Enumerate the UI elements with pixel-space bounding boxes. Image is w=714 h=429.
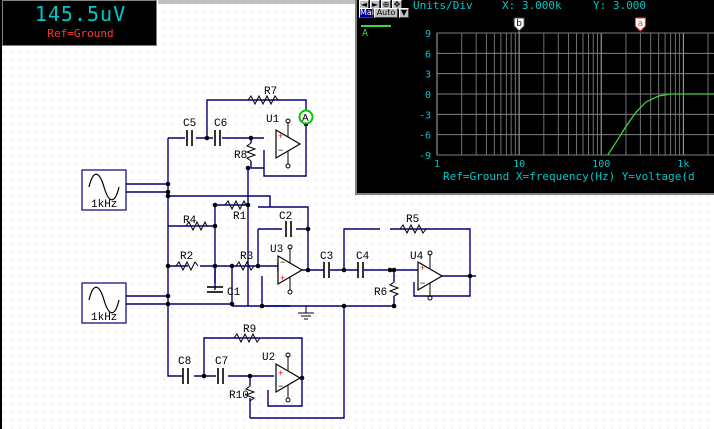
series-a-line	[607, 93, 714, 156]
r7-resistor	[247, 94, 279, 106]
r6-resistor	[388, 281, 400, 297]
source-1kHz-top[interactable]: 1kHz	[81, 169, 127, 211]
r5-label[interactable]: R5	[406, 214, 419, 226]
cursor-b-label: b	[516, 19, 522, 29]
cursor-a-marker	[634, 17, 646, 32]
svg-text:−: −	[278, 145, 283, 155]
r1-resistor	[224, 199, 247, 211]
c8-label[interactable]: C8	[178, 356, 191, 368]
r4-resistor	[185, 220, 208, 232]
main-button[interactable]: Main	[359, 8, 380, 18]
r8-label[interactable]: R8	[234, 150, 247, 162]
chevron-down-icon[interactable]: ▼	[399, 8, 409, 18]
r2-label[interactable]: R2	[180, 251, 193, 263]
trace-a-legend: A	[362, 28, 369, 39]
u4-label[interactable]: U4	[410, 251, 424, 263]
r10-resistor	[244, 385, 256, 402]
r2-resistor	[175, 260, 199, 272]
svg-text:−: −	[420, 278, 425, 288]
y-tick-label: 3	[425, 70, 431, 81]
r7-label[interactable]: R7	[264, 86, 277, 98]
r5-resistor	[399, 223, 427, 235]
y-tick-label: 9	[425, 29, 431, 40]
ground-symbol	[298, 306, 314, 320]
r4-label[interactable]: R4	[183, 215, 197, 227]
trace-a-legend-line	[361, 25, 391, 27]
r9-label[interactable]: R9	[243, 324, 256, 336]
svg-text:+: +	[278, 131, 283, 141]
cursor-a-label: a	[638, 19, 644, 29]
meter-value: 145.5uV	[34, 2, 127, 26]
cursor-b-marker	[513, 17, 525, 32]
menu-strip	[158, 0, 356, 4]
probe-a[interactable]: A	[298, 109, 314, 125]
source-label: 1kHz	[91, 199, 117, 211]
bode-plotter-window[interactable]: ◄ ► ⊕ ✥ Main Auto ▼ Units/Div X: 3.000k …	[355, 0, 714, 195]
status-line: Ref=Ground X=frequency(Hz) Y=voltage(d	[443, 170, 695, 183]
y-tick-label: -3	[419, 110, 431, 121]
source-label: 1kHz	[91, 312, 117, 324]
r1-label[interactable]: R1	[233, 211, 247, 223]
y-tick-label: -6	[419, 131, 431, 142]
voltmeter-display[interactable]: 145.5uV Ref=Ground	[2, 0, 157, 46]
c5-label[interactable]: C5	[183, 118, 196, 130]
r3-resistor	[235, 260, 255, 272]
x-tick-label: 1	[434, 159, 440, 170]
svg-text:−: −	[280, 257, 285, 267]
u3-label[interactable]: U3	[270, 244, 283, 256]
y-tick-label: -9	[419, 151, 431, 162]
svg-text:+: +	[280, 273, 285, 283]
u1-label[interactable]: U1	[266, 114, 280, 126]
x-tick-label: 100	[592, 159, 610, 170]
x-readout: X: 3.000k	[502, 0, 562, 12]
bode-plot[interactable]: 9 6 3 0 -3 -6 -91 10 100 1k b a	[357, 0, 714, 195]
x-tick-label: 10	[513, 159, 525, 170]
units-per-div: Units/Div	[413, 0, 473, 12]
u2-label[interactable]: U2	[262, 352, 275, 364]
c2-label[interactable]: C2	[279, 211, 292, 223]
c7-label[interactable]: C7	[215, 356, 228, 368]
y-readout: Y: 3.000	[593, 0, 646, 12]
svg-text:A: A	[302, 113, 309, 124]
c4-label[interactable]: C4	[356, 251, 370, 263]
meter-reference: Ref=Ground	[47, 27, 114, 40]
y-tick-label: 0	[425, 90, 431, 101]
auto-button[interactable]: Auto	[374, 8, 398, 18]
x-tick-label: 1k	[677, 159, 689, 170]
y-tick-label: 6	[425, 49, 431, 60]
source-1kHz-bottom[interactable]: 1kHz	[81, 282, 127, 324]
c6-label[interactable]: C6	[214, 118, 227, 130]
svg-text:+: +	[420, 263, 425, 273]
svg-text:−: −	[278, 381, 283, 391]
r9-resistor	[233, 332, 261, 344]
svg-text:+: +	[278, 368, 283, 378]
r6-label[interactable]: R6	[374, 287, 387, 299]
r3-label[interactable]: R3	[240, 251, 253, 263]
r10-label[interactable]: R10	[229, 390, 249, 402]
c1-label[interactable]: C1	[227, 287, 241, 299]
r8-resistor	[245, 142, 257, 162]
window-border	[0, 0, 2, 429]
c3-label[interactable]: C3	[320, 251, 333, 263]
